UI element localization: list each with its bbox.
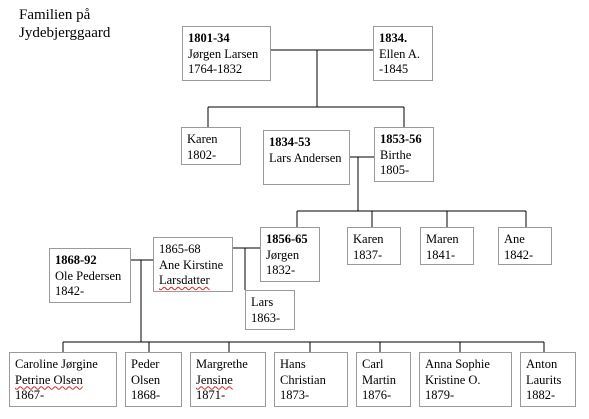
person-line: Christian — [280, 372, 326, 387]
person-line: 1871- — [196, 388, 226, 402]
person-line: 1842- — [504, 247, 534, 262]
person-line: Peder — [131, 357, 160, 371]
person-line: Laurits — [526, 372, 562, 387]
person-line: Carl — [362, 357, 384, 371]
person-ellen: 1834.Ellen A.-1845 — [373, 26, 433, 81]
person-line: Hans — [280, 357, 306, 371]
person-line: 1842- — [55, 284, 85, 298]
person-line: Jensine — [196, 372, 233, 387]
person-line: 1841- — [426, 247, 456, 262]
person-line: 1865-68 — [159, 242, 201, 256]
person-line: 1868- — [131, 388, 161, 402]
person-line: Martin — [362, 372, 397, 387]
person-line: 1837- — [353, 247, 383, 262]
person-line: Larsdatter — [159, 273, 210, 287]
person-line: Margrethe — [196, 357, 248, 371]
person-line: Kristine O. — [425, 372, 481, 387]
person-line: Lars — [251, 295, 274, 309]
person-line: 1853-56 — [380, 132, 422, 146]
person-line: Jørgen — [266, 247, 300, 262]
person-line: 1873- — [280, 388, 310, 402]
person-line: 1882- — [526, 388, 556, 402]
person-line: Olsen — [131, 372, 161, 387]
person-line: 1834. — [379, 31, 408, 45]
person-line: Karen — [187, 132, 218, 146]
person-line: 1805- — [380, 163, 410, 177]
person-line: Ole Pedersen — [55, 268, 122, 283]
person-line: Ane Kirstine — [159, 257, 224, 272]
person-line: 1801-34 — [188, 31, 230, 45]
person-line: Ane — [504, 232, 525, 246]
person-line: 1867- — [15, 388, 45, 402]
person-line: Birthe — [380, 147, 412, 162]
person-line: Ellen A. — [379, 46, 420, 61]
person-line: Anton — [526, 357, 558, 371]
person-line: 1876- — [362, 388, 392, 402]
person-line: -1845 — [379, 62, 409, 76]
person-line: Lars Andersen — [269, 150, 342, 165]
person-line: 1834-53 — [269, 135, 311, 149]
person-line: Karen — [353, 232, 384, 246]
person-line: 1868-92 — [55, 253, 97, 267]
person-line: Caroline Jørgine — [15, 357, 98, 371]
person-line: Anna Sophie — [425, 357, 490, 371]
diagram-title: Familien på Jydebjerggaard — [19, 7, 111, 41]
person-line: Maren — [426, 232, 459, 246]
person-line: 1832- — [266, 263, 296, 277]
person-line: 1879- — [425, 388, 455, 402]
person-line: 1802- — [187, 147, 217, 162]
person-line: 1856-65 — [266, 232, 308, 246]
person-line: Jørgen Larsen — [188, 46, 259, 61]
person-line: 1764-1832 — [188, 62, 243, 76]
person-line: Petrine Olsen — [15, 372, 83, 387]
person-line: 1863- — [251, 310, 281, 325]
